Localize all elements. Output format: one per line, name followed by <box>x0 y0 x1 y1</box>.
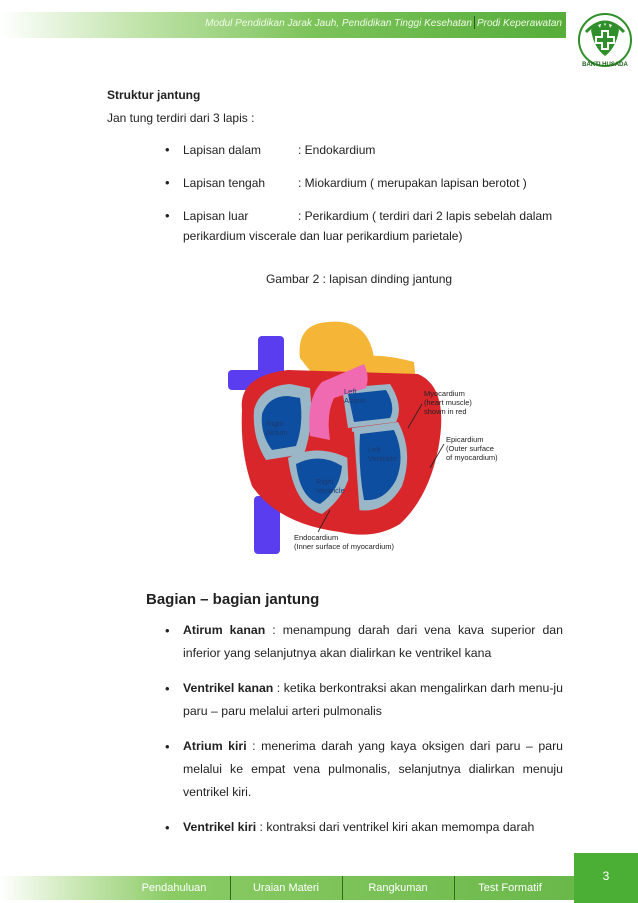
pulmonary-artery <box>309 364 368 440</box>
layer-list: Lapisan dalam : Endokardium Lapisan tenga… <box>165 140 565 259</box>
label-left-ventricle-2: Ventricle <box>368 454 397 463</box>
nav-uraian-materi[interactable]: Uraian Materi <box>230 876 343 900</box>
label-epicardium-2: (Outer surface <box>446 444 494 453</box>
nav-test-formatif[interactable]: Test Formatif <box>478 882 542 894</box>
heart-illustration: Left Atrium Right Atrium Left Ventricle … <box>228 321 498 554</box>
label-right-atrium-2: Atrium <box>266 428 288 437</box>
part-term: Ventrikel kiri <box>183 820 257 834</box>
label-myocardium-1: Myocardium <box>424 389 465 398</box>
heart-diagram: Left Atrium Right Atrium Left Ventricle … <box>218 318 518 562</box>
epicardium-pointer <box>429 443 445 469</box>
nav-pendahuluan[interactable]: Pendahuluan <box>118 876 231 900</box>
label-epicardium-1: Epicardium <box>446 435 484 444</box>
myocardium-pointer <box>407 403 423 429</box>
label-right-ventricle-2: Ventricle <box>316 486 345 495</box>
header-bar <box>0 12 566 38</box>
label-myocardium-2: (heart muscle) <box>424 398 472 407</box>
label-myocardium-3: shown in red <box>424 407 467 416</box>
right-atrium-chamber <box>261 396 302 450</box>
layer-term: Lapisan dalam <box>183 143 262 157</box>
module-title: Modul Pendidikan Jarak Jauh, Pendidikan … <box>205 18 472 29</box>
label-endocardium-1: Endocardium <box>294 533 338 542</box>
left-ventricle-chamber <box>359 430 401 501</box>
figure-caption: Gambar 2 : lapisan dinding jantung <box>265 272 453 286</box>
inferior-vena-cava <box>254 496 280 554</box>
layer-desc: : Miokardium ( merupakan lapisan berotot… <box>298 176 527 190</box>
part-term: Ventrikel kanan <box>183 681 274 695</box>
part-desc: : kontraksi dari ventrikel kiri akan mem… <box>256 820 535 834</box>
program-name: Prodi Keperawatan <box>476 18 562 29</box>
label-epicardium-3: of myocardium) <box>446 453 498 462</box>
layer-term: Lapisan tengah <box>183 176 266 190</box>
part-desc: : menerima darah yang kaya oksigen dari … <box>183 739 563 799</box>
header-text: Modul Pendidikan Jarak Jauh, Pendidikan … <box>205 16 562 29</box>
bakti-husada-logo-icon: BAKTI HUSADA <box>576 6 634 76</box>
endocardium-pointer <box>317 509 331 533</box>
right-ventricle-chamber <box>296 458 342 504</box>
parts-title: Bagian – bagian jantung <box>146 591 320 608</box>
list-item: Atrium kiri : menerima darah yang kaya o… <box>165 735 563 804</box>
left-atrium-chamber <box>348 390 393 422</box>
list-item: Lapisan tengah : Miokardium ( merupakan l… <box>165 173 565 193</box>
section-intro: Jan tung terdiri dari 3 lapis : <box>107 111 255 125</box>
layer-desc: : Endokardium <box>298 143 376 157</box>
list-item: Ventrikel kanan : ketika berkontraksi ak… <box>165 677 563 723</box>
part-desc: : ketika berkontraksi akan mengalirkan d… <box>183 681 563 718</box>
septum <box>346 430 360 518</box>
label-endocardium-2: (Inner surface of myocardium) <box>294 542 395 551</box>
footer-bar <box>0 876 574 900</box>
label-left-atrium-1: Left <box>344 387 357 396</box>
section-title: Struktur jantung <box>107 88 201 102</box>
page-number: 3 <box>574 853 638 903</box>
part-desc: : menampung darah dari vena kava superio… <box>183 623 563 660</box>
list-item: Lapisan dalam : Endokardium <box>165 140 565 160</box>
header-separator <box>473 16 475 29</box>
logo-text: BAKTI HUSADA <box>582 62 628 68</box>
list-item: Lapisan luar: Perikardium ( terdiri dari… <box>165 206 565 246</box>
list-item: Atirum kanan : menampung darah dari vena… <box>165 619 563 665</box>
label-right-ventricle-1: Right <box>316 477 334 486</box>
layer-term: Lapisan luar <box>183 209 249 223</box>
layer-desc: : Perikardium ( terdiri dari 2 lapis seb… <box>183 209 553 243</box>
label-right-atrium-1: Right <box>266 419 284 428</box>
label-left-atrium-2: Atrium <box>344 396 366 405</box>
parts-list: Atirum kanan : menampung darah dari vena… <box>165 619 563 851</box>
part-term: Atrium kiri <box>183 739 247 753</box>
list-item: Ventrikel kiri : kontraksi dari ventrike… <box>165 816 563 839</box>
label-left-ventricle-1: Left <box>368 445 381 454</box>
nav-rangkuman[interactable]: Rangkuman <box>342 876 455 900</box>
part-term: Atirum kanan <box>183 623 266 637</box>
